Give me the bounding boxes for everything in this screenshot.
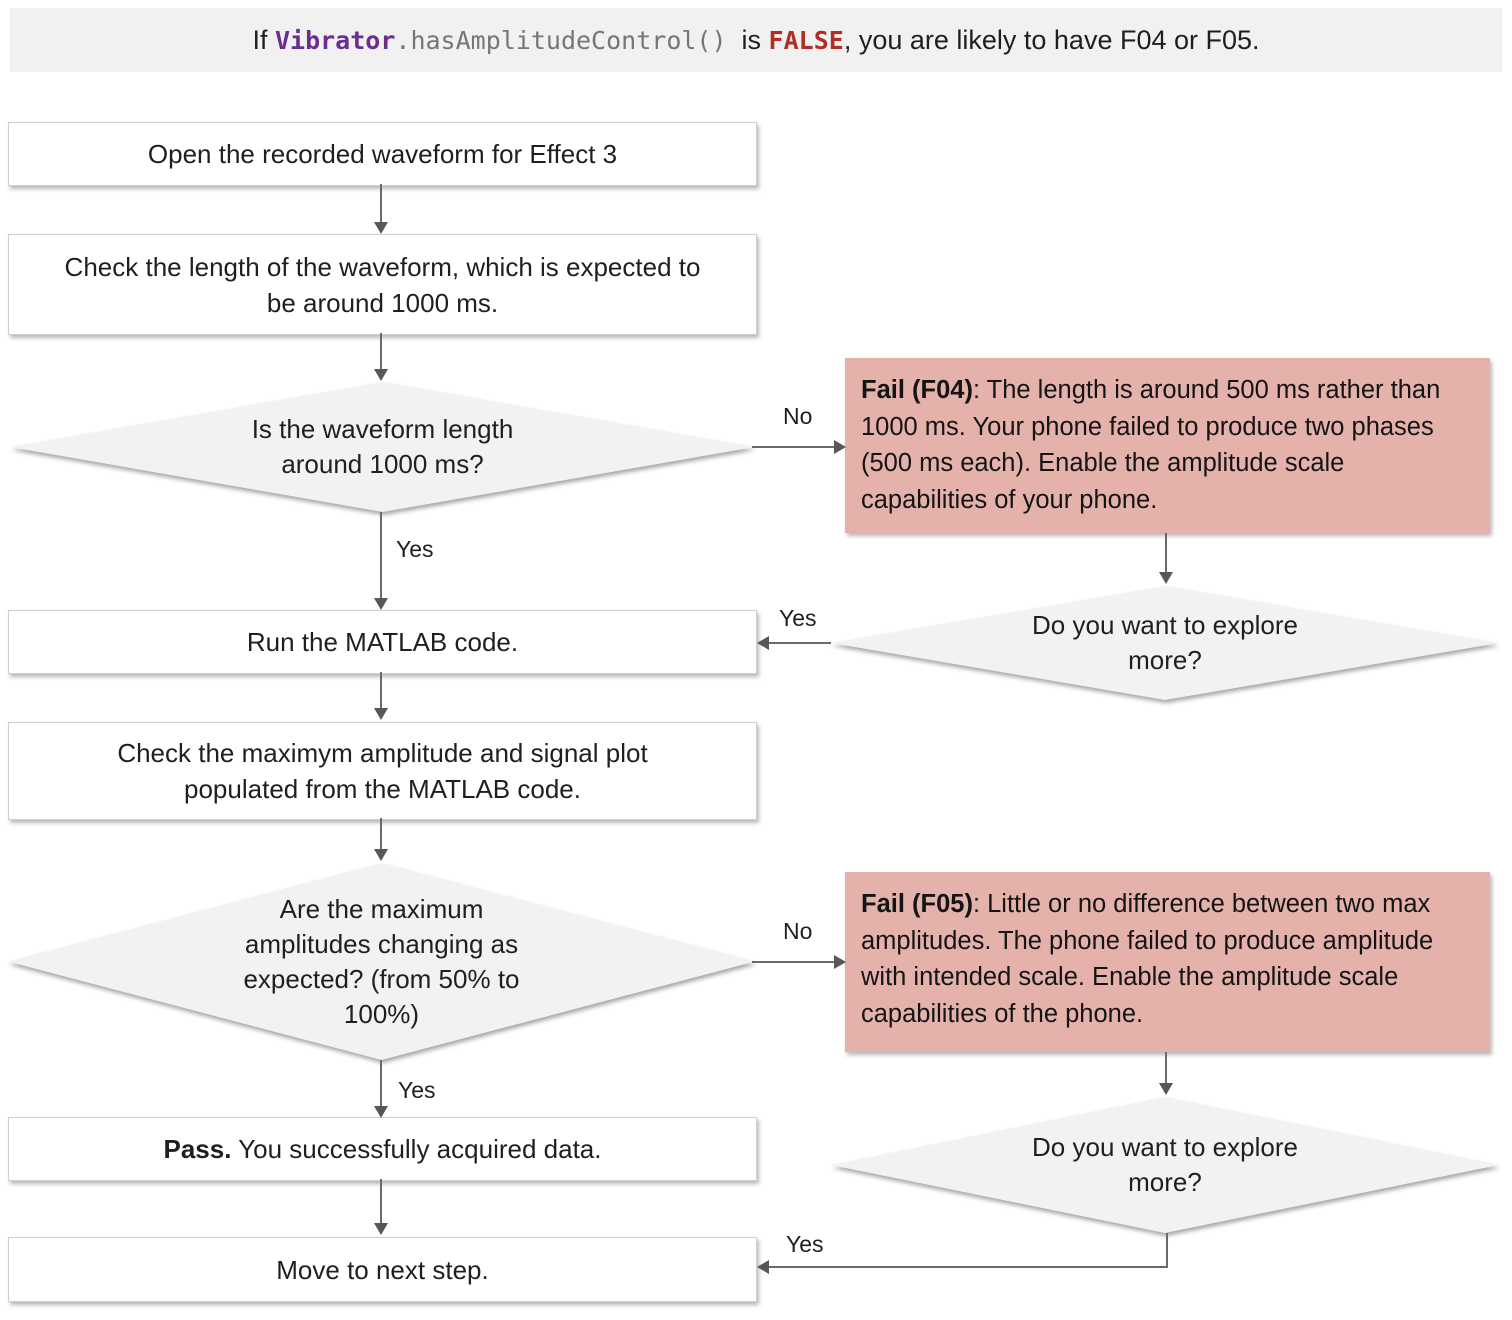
- node-check-amplitude-label: Check the maximym amplitude and signal p…: [117, 738, 648, 804]
- edge-f04-to-explore1-line: [1165, 533, 1167, 574]
- node-check-length: Check the length of the waveform, which …: [8, 234, 757, 335]
- edge-amplitude-to-decision-line: [380, 818, 382, 851]
- node-length-decision-label: Is the waveform length around 1000 ms?: [251, 414, 514, 479]
- edge-pass-to-move-arrowhead: [374, 1223, 388, 1235]
- edge-length-no-line: [752, 446, 834, 448]
- fail-f04-rest: : The length is around 500 ms rather tha…: [861, 376, 1441, 514]
- banner-code-class: Vibrator: [274, 25, 396, 55]
- edge-explore2-yes-vline: [1166, 1233, 1168, 1268]
- node-move-next-label: Move to next step.: [276, 1254, 489, 1285]
- pass-bold: Pass.: [163, 1134, 232, 1164]
- edge-amplitude-no-arrowhead: [834, 955, 846, 969]
- edge-label-amplitude-yes: Yes: [398, 1077, 436, 1103]
- node-amplitude-decision-label: Are the maximum amplitudes changing as e…: [243, 893, 520, 1029]
- fail-f04-bold: Fail (F04): [861, 376, 973, 404]
- node-run-matlab-label: Run the MATLAB code.: [246, 627, 519, 657]
- node-amplitude-decision: Are the maximum amplitudes changing as e…: [8, 863, 755, 1060]
- edge-f04-to-explore1-arrowhead: [1159, 572, 1173, 584]
- node-check-amplitude: Check the maximym amplitude and signal p…: [8, 722, 757, 820]
- banner: If Vibrator.hasAmplitudeControl() is FAL…: [10, 8, 1502, 72]
- edge-label-length-no: No: [783, 403, 813, 429]
- edge-explore2-yes-arrowhead: [757, 1260, 769, 1274]
- node-explore-2-label: Do you want to explore more?: [1032, 1132, 1298, 1197]
- edge-check-to-decision-line: [380, 333, 382, 371]
- edge-matlab-to-amplitude-arrowhead: [374, 708, 388, 720]
- edge-length-yes-arrowhead: [374, 598, 388, 610]
- edge-label-explore2-yes: Yes: [786, 1231, 824, 1257]
- node-pass: Pass. You successfully acquired data.: [8, 1117, 757, 1181]
- edge-amplitude-to-decision-arrowhead: [374, 849, 388, 861]
- edge-f05-to-explore2-arrowhead: [1159, 1083, 1173, 1095]
- edge-explore1-yes-line: [769, 642, 831, 644]
- node-explore-2: Do you want to explore more?: [831, 1097, 1499, 1233]
- amplitude-decision-shape: Are the maximum amplitudes changing as e…: [8, 863, 755, 1060]
- node-run-matlab: Run the MATLAB code.: [8, 610, 757, 674]
- banner-middle: is: [726, 24, 769, 55]
- node-check-length-label: Check the length of the waveform, which …: [64, 251, 701, 318]
- node-open-waveform-label: Open the recorded waveform for Effect 3: [147, 139, 618, 169]
- edge-amplitude-yes-arrowhead: [374, 1106, 388, 1118]
- node-pass-label: Pass. You successfully acquired data.: [164, 1131, 602, 1167]
- edge-check-to-decision-arrowhead: [374, 369, 388, 381]
- edge-pass-to-move-line: [380, 1179, 382, 1225]
- edge-amplitude-yes-line: [380, 1060, 382, 1108]
- edge-open-to-check-line: [380, 184, 382, 224]
- edge-label-explore1-yes: Yes: [779, 605, 817, 631]
- edge-label-amplitude-no: No: [783, 918, 813, 944]
- edge-length-no-arrowhead: [834, 440, 846, 454]
- edge-amplitude-no-line: [752, 961, 834, 963]
- explore-1-shape: Do you want to explore more?: [831, 586, 1499, 700]
- banner-code-method: .hasAmplitudeControl(): [395, 25, 727, 55]
- explore-2-shape: Do you want to explore more?: [831, 1097, 1499, 1233]
- edge-open-to-check-arrowhead: [374, 222, 388, 234]
- node-move-next: Move to next step.: [8, 1237, 757, 1302]
- fail-f05-rest: : Little or no difference between two ma…: [861, 890, 1434, 1028]
- edge-matlab-to-amplitude-line: [380, 672, 382, 710]
- edge-label-length-yes: Yes: [396, 536, 434, 562]
- length-decision-shape: Is the waveform length around 1000 ms?: [10, 382, 755, 512]
- edge-explore1-yes-arrowhead: [757, 636, 769, 650]
- node-open-waveform: Open the recorded waveform for Effect 3: [8, 122, 757, 186]
- banner-prefix: If: [252, 24, 275, 55]
- node-length-decision: Is the waveform length around 1000 ms?: [10, 382, 755, 512]
- banner-code-false: FALSE: [768, 25, 844, 55]
- node-fail-f04: Fail (F04): The length is around 500 ms …: [845, 358, 1490, 533]
- edge-explore2-yes-hline: [769, 1266, 1168, 1268]
- pass-rest: You successfully acquired data.: [231, 1134, 602, 1164]
- edge-length-yes-line: [380, 512, 382, 600]
- node-explore-1: Do you want to explore more?: [831, 586, 1499, 700]
- node-explore-1-label: Do you want to explore more?: [1032, 610, 1298, 675]
- banner-suffix: , you are likely to have F04 or F05.: [843, 24, 1260, 55]
- fail-f05-bold: Fail (F05): [861, 890, 973, 918]
- node-fail-f05: Fail (F05): Little or no difference betw…: [845, 872, 1490, 1052]
- edge-f05-to-explore2-line: [1165, 1052, 1167, 1085]
